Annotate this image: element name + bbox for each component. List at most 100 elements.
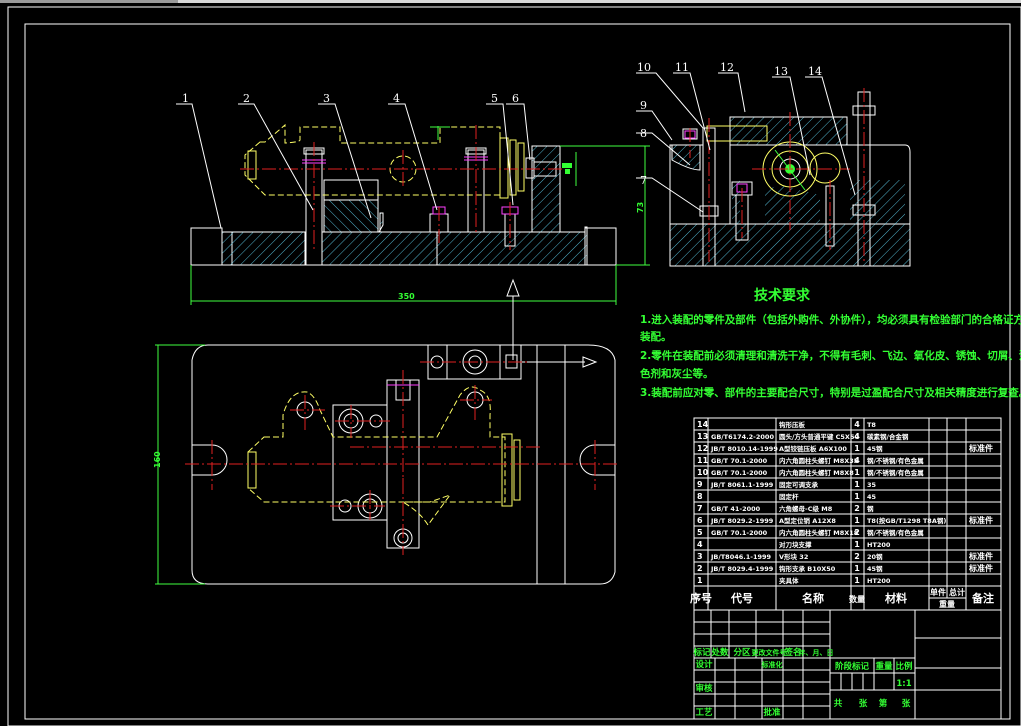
cell-name: 对刀块支撑 xyxy=(779,540,812,549)
cell-name: 固定可调支承 xyxy=(779,480,819,489)
header-name: 名称 xyxy=(802,591,824,605)
balloon-7: 7 xyxy=(640,174,647,187)
header-material: 材料 xyxy=(885,591,907,605)
top-view: 160 xyxy=(153,344,620,585)
balloon-8: 8 xyxy=(640,127,647,140)
scrollbar-thumb[interactable] xyxy=(0,0,178,3)
label-date: 年、月、日 xyxy=(799,648,834,657)
label-weight: 重量 xyxy=(875,661,893,672)
cell-no: 4 xyxy=(697,540,703,549)
balloon-13: 13 xyxy=(774,65,788,78)
balloon-10: 10 xyxy=(637,61,651,74)
cell-remark: 标准件 xyxy=(968,563,993,573)
cell-material: 20钢 xyxy=(867,552,883,561)
balloon-2: 2 xyxy=(243,92,250,105)
cell-code: GB/T 41-2000 xyxy=(711,505,761,513)
cell-no: 14 xyxy=(697,420,709,429)
sheet-outer-border xyxy=(7,6,1021,726)
cell-name: V形块 32 xyxy=(779,552,808,561)
cell-qty: 1 xyxy=(854,480,860,489)
cell-no: 2 xyxy=(697,564,703,573)
balloon-9: 9 xyxy=(640,99,647,112)
cell-name: 圆头/方头普通平键 C5X50 xyxy=(779,432,859,441)
cell-material: T8 xyxy=(867,421,876,429)
label-count: 处数 xyxy=(710,647,729,658)
balloon-11: 11 xyxy=(675,61,689,74)
scrollbar[interactable] xyxy=(0,0,1021,3)
cell-material: 钢 xyxy=(867,504,874,513)
header-remark: 备注 xyxy=(971,591,994,605)
cell-no: 11 xyxy=(697,456,709,465)
cell-qty: 4 xyxy=(854,420,860,429)
parts-list-row: 3 JB/T8046.1-1999 V形块 32 2 20钢 标准件 xyxy=(697,551,993,561)
cell-code: JB/T 8029.2-1999 xyxy=(710,517,774,525)
sheet-inner-border xyxy=(24,23,1011,720)
front-height-dimension: 73 xyxy=(636,202,645,213)
cell-code: JB/T 8029.4-1999 xyxy=(710,565,774,573)
cell-qty: 2 xyxy=(854,552,860,561)
label-review: 审核 xyxy=(695,683,713,694)
front-view-balloons: 1 2 3 4 5 6 xyxy=(182,92,519,105)
cell-qty: 2 xyxy=(854,528,860,537)
cell-no: 7 xyxy=(697,504,703,513)
cell-qty: 2 xyxy=(854,504,860,513)
label-change-doc: 更改文件号 xyxy=(752,648,787,657)
cell-name: 内六角圆柱头螺钉 M8X8 xyxy=(779,468,854,477)
cell-name: 六角螺母-C级 M8 xyxy=(779,504,833,513)
cell-qty: 4 xyxy=(854,456,860,465)
cell-no: 8 xyxy=(697,492,703,501)
balloon-4: 4 xyxy=(393,92,400,105)
tech-req-line-1: 1.进入装配的零件及部件（包括外购件、外协件），均必须具有检验部门的合格证方能进… xyxy=(640,313,1021,326)
cell-material: 钢/不锈钢/有色金属 xyxy=(867,468,924,477)
cell-code: GB/T 70.1-2000 xyxy=(711,457,768,465)
technical-requirements: 技术要求 1.进入装配的零件及部件（包括外购件、外协件），均必须具有检验部门的合… xyxy=(639,287,1021,399)
cell-no: 6 xyxy=(697,516,703,525)
cell-code: GB/T 70.1-2000 xyxy=(711,469,768,477)
cell-material: 35 xyxy=(867,481,877,489)
label-mark: 标记 xyxy=(692,647,711,658)
cell-code: JB/T8046.1-1999 xyxy=(710,553,772,561)
cell-code: JB/T 8010.14-1999 xyxy=(710,445,778,453)
top-width-dimension: 160 xyxy=(153,451,162,468)
side-view-balloons: 7 8 9 10 11 12 13 14 xyxy=(637,61,822,187)
cell-no: 3 xyxy=(697,552,703,561)
cell-name: 夹具体 xyxy=(779,576,799,585)
cell-no: 1 xyxy=(697,576,703,585)
cell-name: 钩形压板 xyxy=(779,420,806,429)
header-qty: 数量 xyxy=(849,594,865,604)
cell-material: 钢/不锈钢/有色金属 xyxy=(867,528,924,537)
cell-qty: 1 xyxy=(854,576,860,585)
balloon-14: 14 xyxy=(808,65,822,78)
cell-remark: 标准件 xyxy=(968,443,993,453)
tech-req-title: 技术要求 xyxy=(754,287,811,304)
front-length-dimension: 350 xyxy=(398,292,415,301)
parts-list-row: 9 JB/T 8061.1-1999 固定可调支承 1 35 xyxy=(697,480,877,489)
tech-req-line-3: 2.零件在装配前必须清理和清洗干净，不得有毛刺、飞边、氧化皮、锈蚀、切屑、油污、… xyxy=(640,349,1021,362)
cell-material: T8(按GB/T1298 T8A钢) xyxy=(867,516,946,525)
balloon-6: 6 xyxy=(512,92,519,105)
cell-material: 45 xyxy=(867,493,877,501)
header-total: 总计 xyxy=(949,587,965,597)
cell-code: JB/T 8061.1-1999 xyxy=(710,481,774,489)
cell-material: 钢/不锈钢/有色金属 xyxy=(867,456,924,465)
cell-qty: 1 xyxy=(854,516,860,525)
label-design: 设计 xyxy=(695,659,713,670)
balloon-3: 3 xyxy=(323,92,330,105)
front-view: 73 350 xyxy=(176,103,650,360)
cell-no: 9 xyxy=(697,480,703,489)
cell-name: A型定位销 A12X8 xyxy=(779,516,836,525)
label-stage-mark: 阶段标记 xyxy=(835,661,870,672)
cell-no: 12 xyxy=(697,444,708,453)
cell-qty: 1 xyxy=(854,564,860,573)
cell-remark: 标准件 xyxy=(968,551,993,561)
label-sheets-unit-1: 张 xyxy=(859,699,868,709)
